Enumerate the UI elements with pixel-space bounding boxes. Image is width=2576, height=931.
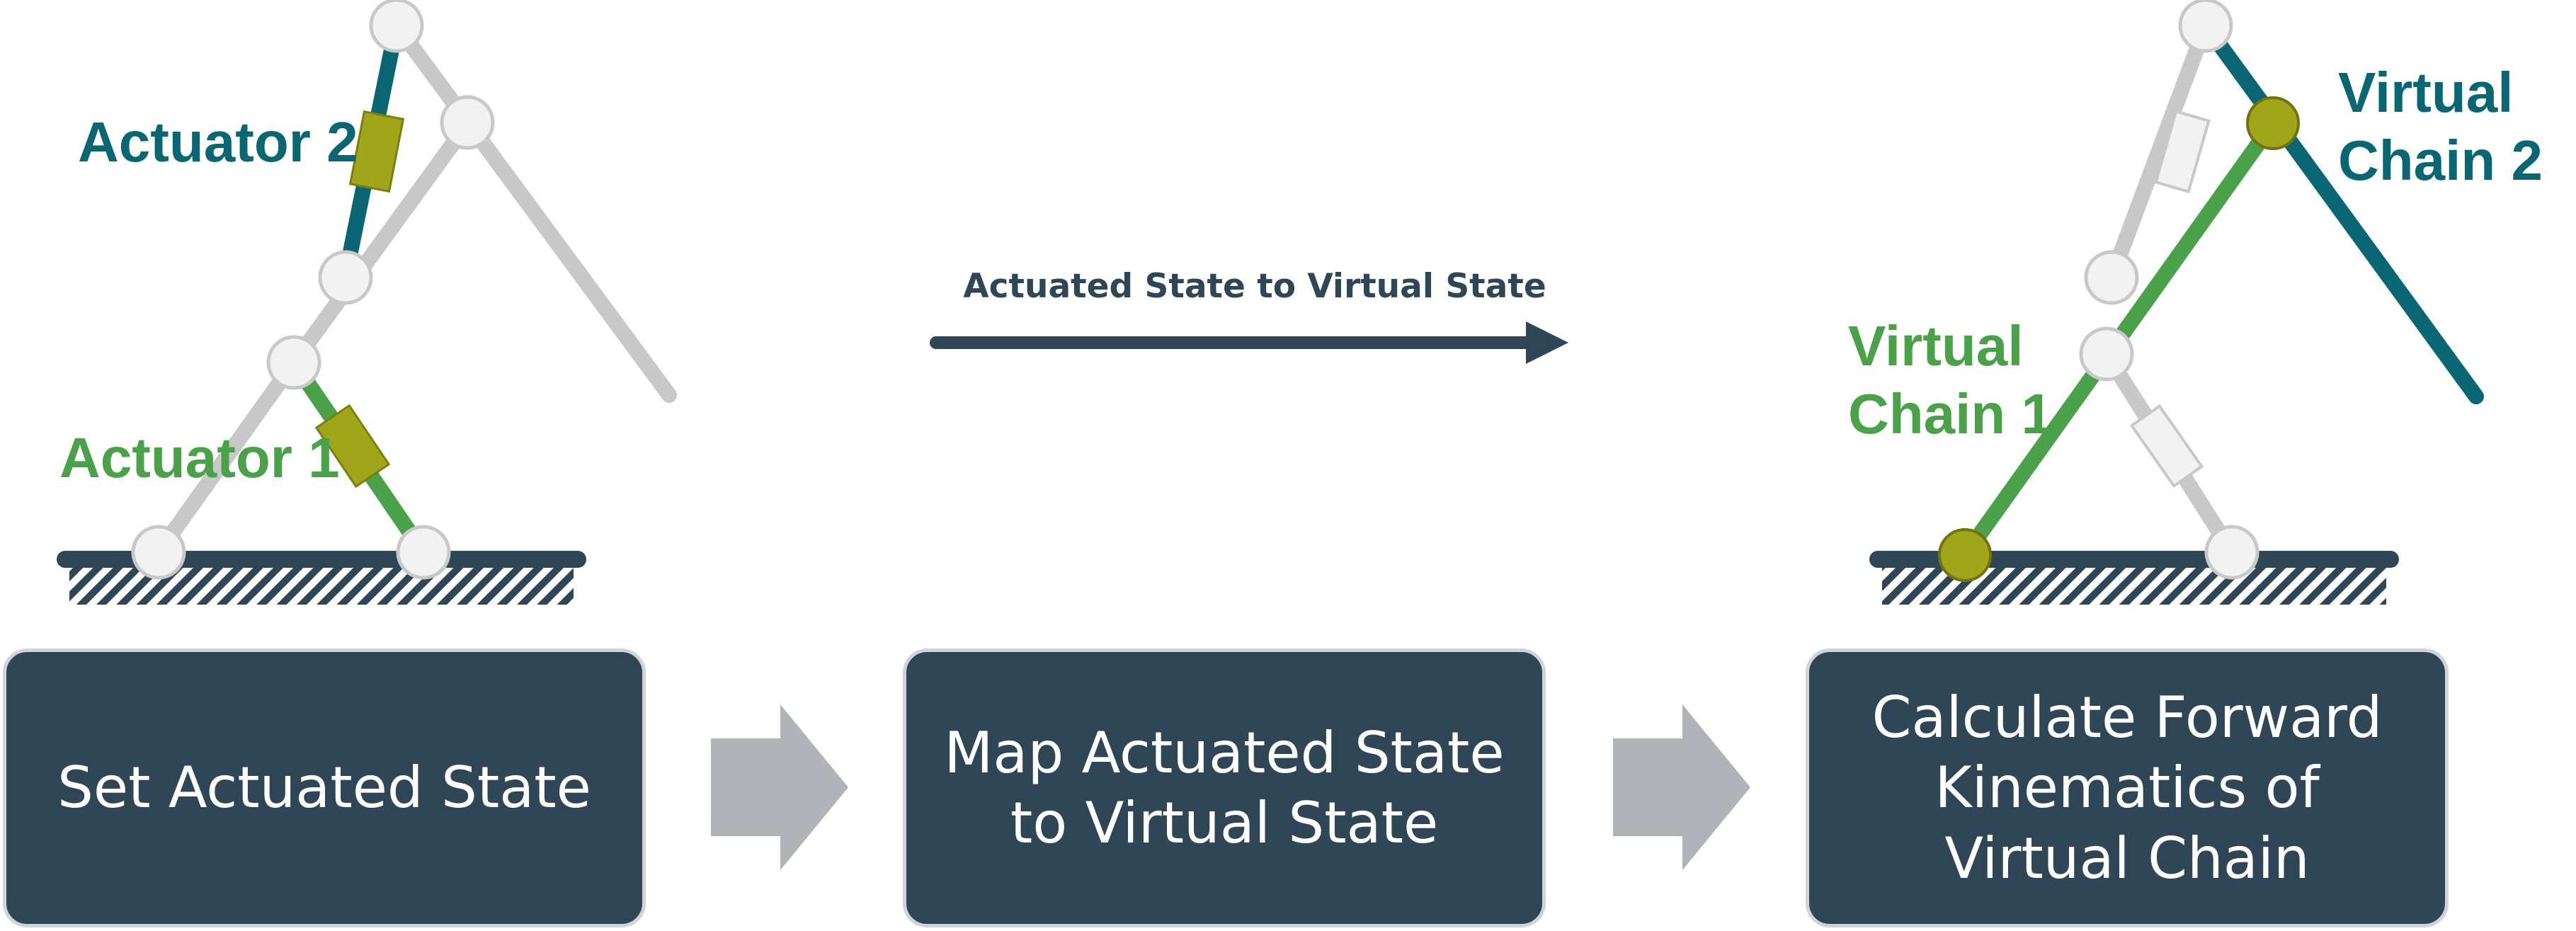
virtual-chain-1-label: Virtual Chain 1 [1848, 314, 2053, 445]
left-link-lower [151, 355, 302, 560]
step-box-forward-kinematics: Calculate Forward Kinematics of Virtual … [1806, 649, 2449, 927]
virtual-chain-1-label-line-2: Chain 1 [1848, 382, 2053, 445]
joint-left-ground-b [396, 525, 451, 580]
flow-arrow-1 [711, 704, 848, 870]
virtual-joint-ground [1938, 528, 1992, 582]
joint-right-upper [2084, 250, 2139, 305]
joint-left-ground-a [131, 525, 186, 580]
transition-arrow-head [1526, 321, 1568, 364]
joint-left-upper [318, 250, 373, 305]
actuator-1-block [314, 404, 391, 489]
joint-right-middle [2079, 326, 2134, 382]
left-mechanism: Actuator 2 Actuator 1 [57, 0, 677, 605]
right-link-upper [2104, 18, 2213, 285]
left-link-long [389, 18, 677, 403]
joint-left-elbow [440, 95, 495, 150]
actuator-1-label: Actuator 1 [59, 426, 340, 489]
joint-right-ground-b [2204, 525, 2259, 580]
joint-left-top [369, 0, 424, 53]
right-passive-block-lower [2129, 404, 2204, 489]
transition-label: Actuated State to Virtual State [963, 267, 1546, 306]
step-label: Calculate Forward Kinematics of Virtual … [1871, 685, 2383, 891]
joint-right-top [2178, 0, 2233, 53]
step-box-map-state: Map Actuated State to Virtual State [903, 649, 1546, 927]
virtual-chain-1-label-line-1: Virtual [1848, 314, 2024, 377]
virtual-chain-2-link [2198, 18, 2484, 404]
actuator-2-block [348, 110, 405, 193]
flow-arrow-2 [1613, 704, 1750, 870]
virtual-chain-2-label-line-2: Chain 2 [2338, 129, 2543, 192]
left-link-upper [286, 116, 475, 370]
right-passive-block-upper [2154, 109, 2211, 194]
joint-left-middle [266, 335, 321, 390]
transition: Actuated State to Virtual State [930, 267, 1568, 364]
right-mechanism: Virtual Chain 1 Virtual Chain 2 [1848, 0, 2543, 605]
virtual-joint-elbow [2246, 96, 2300, 150]
step-label: Map Actuated State to Virtual State [944, 719, 1505, 856]
virtual-chain-2-label-line-1: Virtual [2338, 61, 2514, 124]
actuator-2-label: Actuator 2 [78, 110, 358, 173]
step-box-set-actuated-state: Set Actuated State [3, 649, 646, 927]
virtual-chain-2-label: Virtual Chain 2 [2338, 61, 2543, 192]
step-label: Set Actuated State [57, 755, 591, 821]
